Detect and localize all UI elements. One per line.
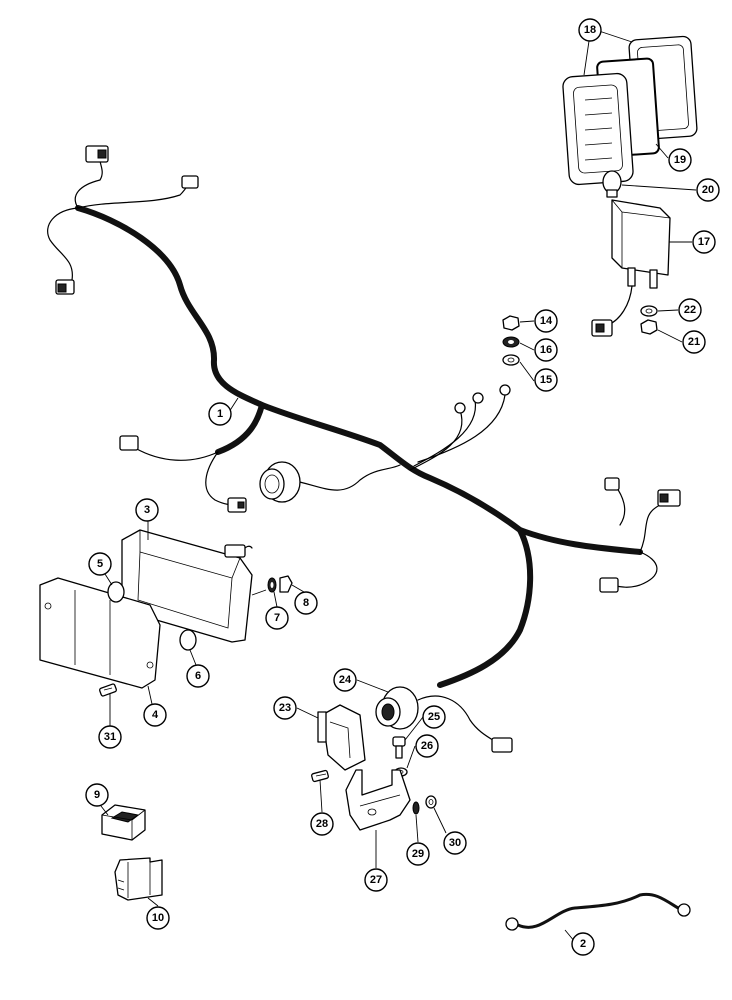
nut-washer-14-15-16 xyxy=(502,315,520,366)
callout-23: 23 xyxy=(273,696,297,720)
callout-27: 27 xyxy=(364,868,388,892)
callout-number: 30 xyxy=(449,837,461,849)
callout-number: 2 xyxy=(580,938,586,950)
callout-number: 3 xyxy=(144,504,150,516)
callout-number: 6 xyxy=(195,670,201,682)
callout-number: 14 xyxy=(540,315,553,327)
callout-number: 10 xyxy=(152,912,164,924)
callout-number: 4 xyxy=(152,709,159,721)
leader-lines xyxy=(100,30,697,943)
callout-6: 6 xyxy=(186,664,210,688)
callout-number: 26 xyxy=(421,740,433,752)
switch-bracket xyxy=(114,857,163,901)
main-wiring-harness xyxy=(75,205,643,688)
callout-3: 3 xyxy=(135,498,159,522)
callout-9: 9 xyxy=(85,783,109,807)
callout-29: 29 xyxy=(406,842,430,866)
callout-number: 7 xyxy=(274,612,280,624)
callout-number: 27 xyxy=(370,874,382,886)
callout-25: 25 xyxy=(422,705,446,729)
callout-4: 4 xyxy=(143,703,167,727)
callout-19: 19 xyxy=(668,148,692,172)
callout-8: 8 xyxy=(294,591,318,615)
callout-number: 21 xyxy=(688,336,700,348)
callout-number: 24 xyxy=(339,674,352,686)
callout-number: 18 xyxy=(584,24,596,36)
screw-31 xyxy=(99,683,117,697)
bulb xyxy=(602,170,622,198)
callout-number: 5 xyxy=(97,558,103,570)
lamp-lens-assembly xyxy=(562,35,698,186)
callout-7: 7 xyxy=(265,606,289,630)
tail-lamp-bulbs xyxy=(107,581,197,651)
callout-number: 8 xyxy=(303,597,309,609)
callout-number: 15 xyxy=(540,374,552,386)
callout-number: 29 xyxy=(412,848,424,860)
callout-2: 2 xyxy=(571,932,595,956)
callout-number: 9 xyxy=(94,789,100,801)
callout-16: 16 xyxy=(534,338,558,362)
callout-15: 15 xyxy=(534,368,558,392)
callout-24: 24 xyxy=(333,668,357,692)
callout-28: 28 xyxy=(310,812,334,836)
bolt-25 xyxy=(392,736,406,759)
trailer-socket xyxy=(317,704,366,771)
callout-number: 22 xyxy=(684,304,696,316)
callout-22: 22 xyxy=(678,298,702,322)
callout-number: 25 xyxy=(428,711,440,723)
callout-30: 30 xyxy=(443,831,467,855)
callout-number: 17 xyxy=(698,236,710,248)
left-mid-connectors xyxy=(119,435,247,513)
round-connector xyxy=(259,461,401,503)
callout-10: 10 xyxy=(146,906,170,930)
callout-26: 26 xyxy=(415,734,439,758)
callout-number: 16 xyxy=(540,344,552,356)
callout-5: 5 xyxy=(88,552,112,576)
callout-number: 28 xyxy=(316,818,328,830)
callout-number: 31 xyxy=(104,731,116,743)
socket-bracket xyxy=(345,769,411,831)
callout-18: 18 xyxy=(578,18,602,42)
screw-28 xyxy=(311,769,329,783)
lamp-housing xyxy=(591,199,671,337)
callout-20: 20 xyxy=(696,178,720,202)
callout-number: 20 xyxy=(702,184,714,196)
washer-nut-29-30 xyxy=(412,795,437,815)
nut-washer-21-22 xyxy=(640,305,658,335)
washer-nut-7-8 xyxy=(267,575,293,593)
callout-1: 1 xyxy=(208,402,232,426)
callout-31: 31 xyxy=(98,725,122,749)
callout-number: 19 xyxy=(674,154,686,166)
callout-21: 21 xyxy=(682,330,706,354)
callout-17: 17 xyxy=(692,230,716,254)
ground-strap xyxy=(505,892,691,931)
upper-left-connectors xyxy=(47,145,199,295)
tail-lamp-lens xyxy=(39,577,161,689)
right-connectors xyxy=(599,477,681,593)
callout-number: 1 xyxy=(217,408,223,420)
callout-14: 14 xyxy=(534,309,558,333)
socket-boot xyxy=(375,686,513,753)
callout-number: 23 xyxy=(279,702,291,714)
ring-terminal-wires xyxy=(409,384,511,471)
switch xyxy=(101,804,146,841)
